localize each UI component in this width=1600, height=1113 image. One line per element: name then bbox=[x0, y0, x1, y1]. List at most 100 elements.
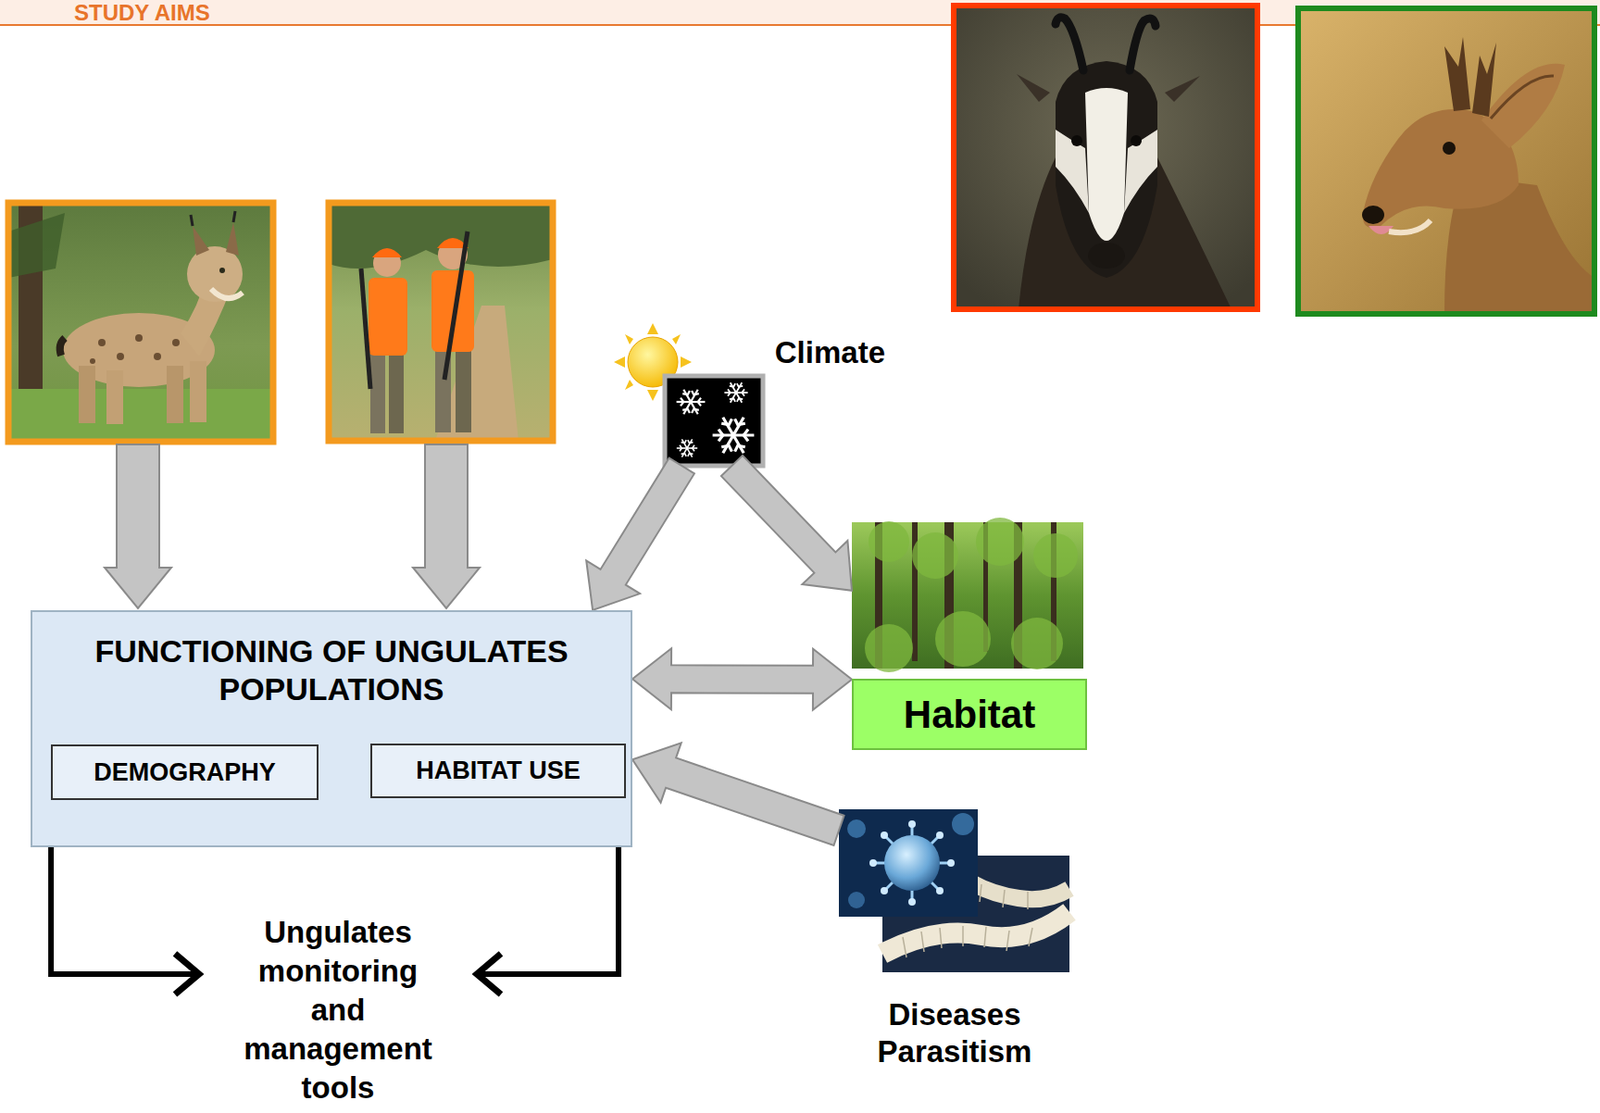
illustration-part bbox=[664, 375, 763, 466]
illustration-part bbox=[370, 351, 386, 434]
illustration-part bbox=[104, 444, 172, 609]
illustration-part bbox=[1011, 617, 1063, 670]
illustration-part bbox=[1071, 135, 1083, 147]
illustration-part bbox=[219, 267, 225, 274]
illustration-part bbox=[1055, 17, 1084, 71]
illustration-part bbox=[211, 288, 243, 299]
process-box: HABITAT USE bbox=[370, 743, 626, 799]
illustration-part bbox=[225, 222, 239, 256]
illustration-part bbox=[455, 347, 472, 433]
illustration-part bbox=[902, 937, 907, 958]
illustration-part bbox=[1490, 75, 1554, 119]
illustration-part bbox=[936, 831, 944, 839]
illustration-part bbox=[869, 820, 955, 906]
illustration-part bbox=[625, 379, 634, 390]
illustration-part bbox=[613, 356, 625, 368]
illustration-part bbox=[873, 824, 951, 902]
illustration-part bbox=[647, 323, 659, 335]
illustration-part bbox=[1481, 63, 1565, 149]
illustration-part bbox=[935, 611, 991, 667]
illustration-part bbox=[1016, 74, 1050, 102]
process-box: DEMOGRAPHY bbox=[50, 744, 319, 800]
illustration-part bbox=[1129, 18, 1156, 71]
illustration-part bbox=[1130, 135, 1142, 147]
illustration-part bbox=[724, 382, 748, 403]
illustration-part bbox=[936, 887, 944, 895]
illustration-part bbox=[1033, 533, 1078, 578]
illustration-part bbox=[78, 365, 96, 424]
illustration-part bbox=[1472, 42, 1497, 117]
illustration-part bbox=[8, 202, 274, 442]
node-text: Diseases Parasitism bbox=[848, 996, 1062, 1071]
illustration-part bbox=[1164, 75, 1200, 102]
illustration-part bbox=[882, 912, 1070, 954]
arrow-head bbox=[476, 953, 501, 995]
block-arrow bbox=[586, 458, 695, 611]
node-text: FUNCTIONING OF UNGULATES POPULATIONS bbox=[44, 632, 619, 710]
illustration-part bbox=[848, 891, 865, 909]
illustration-part bbox=[172, 338, 180, 347]
illustration-part bbox=[1026, 891, 1029, 910]
illustration-part bbox=[864, 624, 913, 673]
illustration-part bbox=[672, 334, 681, 345]
illustration-part bbox=[676, 438, 698, 457]
illustration-part bbox=[166, 365, 184, 424]
illustration-part bbox=[98, 338, 106, 347]
illustration-part bbox=[106, 370, 124, 425]
node-text: HABITAT USE bbox=[415, 756, 581, 786]
illustration-part bbox=[884, 835, 940, 891]
illustration-part bbox=[1298, 8, 1595, 314]
illustration-part bbox=[1087, 242, 1125, 269]
illustration-part bbox=[979, 884, 982, 902]
illustration-part bbox=[975, 517, 1025, 566]
illustration-part bbox=[60, 337, 65, 356]
illustration-part bbox=[372, 248, 402, 258]
illustration-part bbox=[328, 202, 553, 441]
illustration-part bbox=[712, 417, 755, 453]
forest-photo bbox=[851, 517, 1084, 673]
illustration-part bbox=[680, 356, 692, 368]
illustration-part bbox=[953, 5, 1258, 310]
illustration-part bbox=[189, 361, 207, 423]
illustration-part bbox=[1006, 930, 1010, 951]
illustration-part bbox=[444, 231, 468, 380]
illustration-part bbox=[1298, 8, 1595, 314]
illustration-part bbox=[1002, 889, 1005, 908]
illustration-part bbox=[647, 389, 659, 401]
arrow-shape bbox=[586, 458, 695, 611]
illustration-part bbox=[864, 517, 1078, 673]
illustration-part bbox=[838, 809, 978, 917]
illustration-part bbox=[953, 5, 1258, 310]
illustration-part bbox=[962, 925, 964, 947]
arrow-head bbox=[175, 953, 200, 995]
arrow-shape bbox=[721, 455, 852, 591]
illustration-part bbox=[908, 820, 916, 828]
illustration-part bbox=[8, 212, 65, 278]
process-box: FUNCTIONING OF UNGULATES POPULATIONS DEMO… bbox=[30, 610, 633, 848]
illustration-part bbox=[625, 334, 634, 345]
lynx-photo bbox=[8, 202, 274, 442]
block-arrow bbox=[632, 742, 845, 846]
illustration-part bbox=[361, 248, 408, 434]
block-arrow bbox=[632, 648, 852, 710]
illustration-part bbox=[233, 211, 236, 223]
illustration-part bbox=[1444, 37, 1471, 112]
climate-node: Climate bbox=[606, 325, 886, 466]
illustration-part bbox=[135, 334, 143, 342]
illustration-part bbox=[368, 277, 408, 356]
roe-deer-photo bbox=[1298, 8, 1595, 314]
node-text: DEMOGRAPHY bbox=[93, 758, 276, 788]
arrow-shape bbox=[632, 742, 845, 846]
arrow-shape bbox=[632, 648, 852, 710]
illustration-part bbox=[1028, 927, 1033, 947]
illustration-part bbox=[1362, 205, 1385, 225]
illustration-part bbox=[190, 214, 193, 226]
block-arrow bbox=[721, 455, 852, 591]
node-text: Ungulates monitoring and management tool… bbox=[235, 912, 441, 1108]
illustration-part bbox=[328, 202, 553, 269]
illustration-part bbox=[939, 927, 942, 949]
illustration-part bbox=[153, 352, 162, 361]
illustration-part bbox=[947, 859, 955, 867]
illustration-part bbox=[984, 926, 987, 948]
